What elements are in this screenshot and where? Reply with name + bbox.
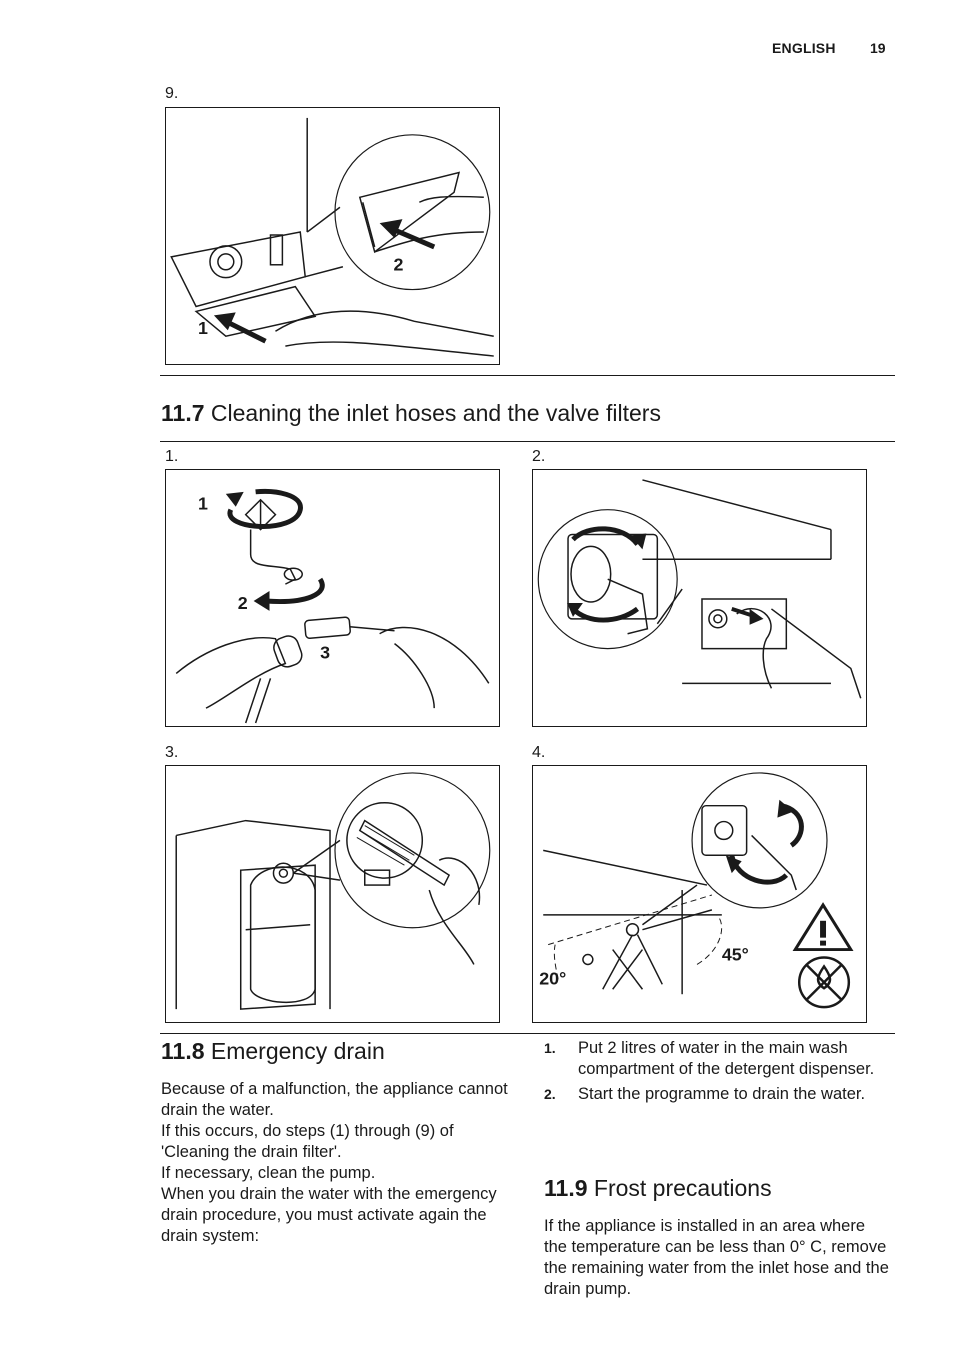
rotate-arrow-icon	[571, 526, 640, 623]
no-water-icon	[797, 956, 851, 1009]
emergency-drain-steps: 1. Put 2 litres of water in the main was…	[544, 1038, 894, 1109]
inlet-hose-valve-illustration	[537, 479, 862, 699]
paragraph: If this occurs, do steps (1) through (9)…	[161, 1122, 454, 1161]
list-item: 1. Put 2 litres of water in the main was…	[544, 1038, 894, 1080]
section-divider	[160, 441, 895, 442]
section-divider	[160, 1033, 895, 1034]
figure-9-label: 9.	[165, 85, 179, 102]
angle-45-label: 45°	[722, 944, 749, 964]
figure-1-label: 1.	[165, 448, 179, 465]
header-language: ENGLISH	[772, 40, 836, 56]
section-number: 11.8	[161, 1038, 205, 1064]
hose-angle-installation-illustration: 20° 45°	[539, 772, 854, 1009]
step-text: Put 2 litres of water in the main wash c…	[578, 1039, 875, 1078]
section-divider	[160, 375, 895, 376]
figure-4-label: 4.	[532, 744, 546, 761]
drain-filter-cover-illustration: 1 2	[170, 117, 494, 357]
callout-2: 2	[394, 255, 404, 275]
figure-2-label: 2.	[532, 448, 546, 465]
rotate-arrow-icon	[227, 488, 325, 604]
figure-3-illustration	[165, 765, 500, 1023]
section-title: Cleaning the inlet hoses and the valve f…	[210, 400, 661, 426]
tap-and-filter-brush-illustration: 1 2 3	[175, 488, 490, 724]
figure-3-label: 3.	[165, 744, 179, 761]
list-item: 2. Start the programme to drain the wate…	[544, 1084, 894, 1105]
page-number: 19	[870, 40, 886, 56]
paragraph: If necessary, clean the pump.	[161, 1164, 376, 1182]
section-11-7-heading: 11.7 Cleaning the inlet hoses and the va…	[161, 400, 661, 427]
section-11-9-heading: 11.9 Frost precautions	[544, 1175, 772, 1202]
callout-3: 3	[320, 643, 330, 663]
warning-icon	[792, 902, 854, 952]
section-number: 11.9	[544, 1175, 588, 1201]
paragraph: Because of a malfunction, the appliance …	[161, 1080, 508, 1119]
section-11-8-body: Because of a malfunction, the appliance …	[161, 1079, 511, 1247]
step-text: Start the programme to drain the water.	[578, 1085, 866, 1103]
figure-2-illustration	[532, 469, 867, 727]
section-11-8-heading: 11.8 Emergency drain	[161, 1038, 385, 1065]
figure-1-illustration: 1 2 3	[165, 469, 500, 727]
step-number: 2.	[544, 1086, 556, 1102]
figure-9-illustration: 1 2	[165, 107, 500, 365]
section-title: Frost precautions	[593, 1175, 772, 1201]
arrow-icon	[213, 219, 436, 344]
callout-1: 1	[198, 318, 208, 338]
section-11-9-body: If the appliance is installed in an area…	[544, 1217, 889, 1298]
rotate-arrow-icon	[729, 803, 804, 885]
callout-1: 1	[198, 494, 208, 514]
appliance-valve-cleaning-illustration	[175, 772, 491, 1010]
callout-2: 2	[238, 593, 248, 613]
section-title: Emergency drain	[210, 1038, 385, 1064]
paragraph: When you drain the water with the emerge…	[161, 1185, 497, 1245]
step-number: 1.	[544, 1040, 556, 1056]
figure-4-illustration: 20° 45°	[532, 765, 867, 1023]
section-number: 11.7	[161, 400, 205, 426]
angle-20-label: 20°	[539, 968, 566, 988]
arrow-icon	[731, 607, 764, 625]
